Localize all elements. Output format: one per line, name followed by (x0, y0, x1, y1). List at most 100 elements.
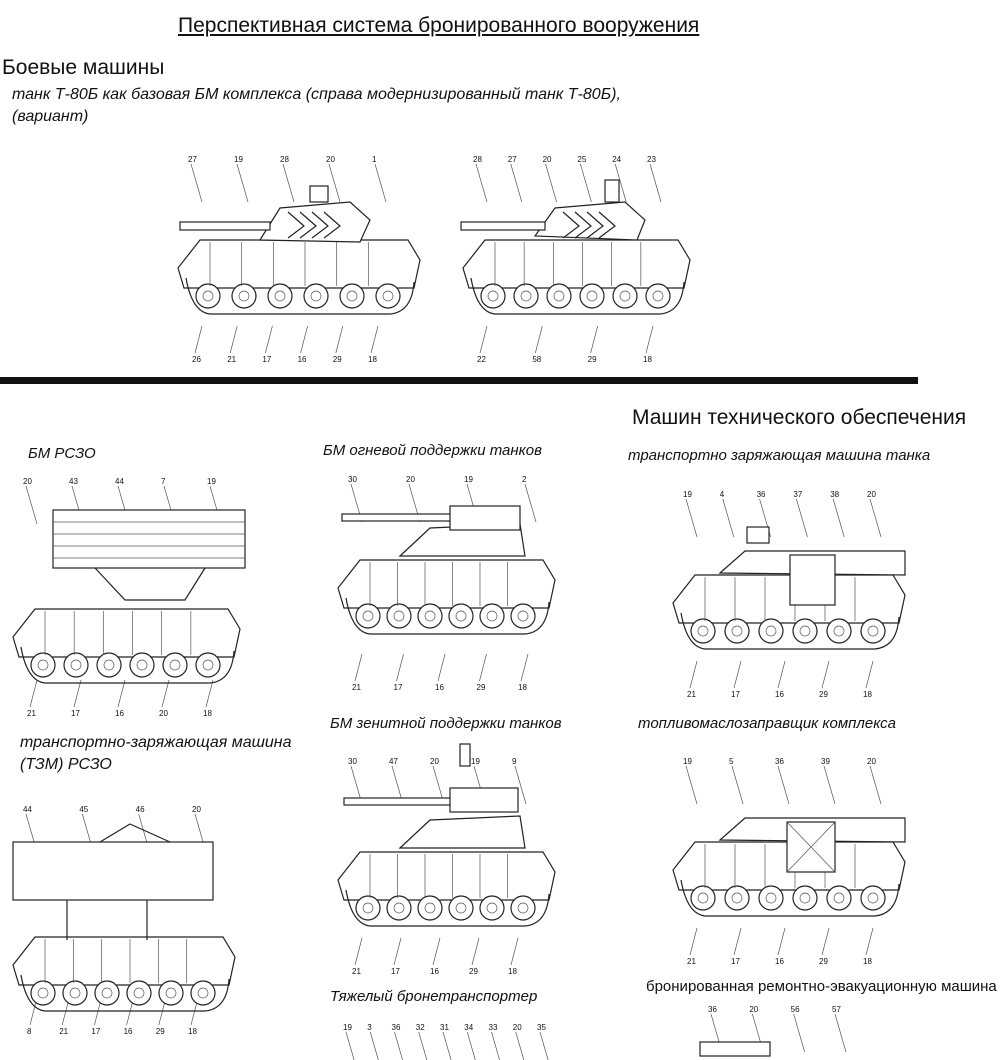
callout-line (821, 927, 830, 956)
callout-label: 29 (819, 957, 828, 966)
callout-label: 8 (27, 1027, 32, 1036)
callout-label: 19 (343, 1023, 352, 1032)
reactive-armor (287, 211, 305, 239)
road-wheel (513, 283, 539, 309)
gun-barrel (460, 221, 546, 231)
callout-label: 28 (473, 155, 482, 164)
callout-label: 5 (729, 757, 734, 766)
road-wheel (30, 652, 56, 678)
callout-label: 29 (477, 683, 486, 692)
callout-label: 25 (577, 155, 586, 164)
callout-line (685, 765, 698, 805)
callout-line (645, 325, 654, 354)
callout-label: 20 (513, 1023, 522, 1032)
callout-line (832, 498, 845, 538)
road-wheel-hub (69, 987, 81, 999)
reactive-armor (311, 211, 329, 239)
road-wheel (724, 885, 750, 911)
callout-label: 29 (819, 690, 828, 699)
caption-mlrs: БМ РСЗО (28, 445, 96, 462)
callout-label: 20 (159, 709, 168, 718)
callout-line (369, 1031, 379, 1060)
track (680, 612, 900, 650)
combat-caption-line1: танк Т-80Б как базовая БМ комплекса (спр… (12, 86, 621, 103)
road-wheel-hub (486, 610, 498, 622)
callout-label: 29 (588, 355, 597, 364)
caption-aa-support: БМ зенитной поддержки танков (330, 715, 562, 732)
road-wheel (860, 618, 886, 644)
callout-line (491, 1031, 500, 1060)
road-wheel-hub (136, 659, 148, 671)
hull (337, 559, 556, 609)
callout-line (471, 937, 480, 966)
callout-line (300, 325, 308, 354)
road-wheel-hub (833, 892, 845, 904)
callout-label: 39 (821, 757, 830, 766)
callout-label: 28 (280, 155, 289, 164)
radar-mast (459, 743, 471, 767)
road-wheel-hub (424, 902, 436, 914)
caption-fire-support: БМ огневой поддержки танков (323, 442, 542, 459)
callout-line (205, 679, 214, 708)
callout-line (354, 937, 363, 966)
reactive-armor (299, 211, 317, 239)
callout-line (418, 1031, 428, 1060)
callout-line (393, 937, 402, 966)
callout-line (479, 653, 487, 682)
road-wheel (510, 603, 536, 629)
road-wheel-hub (37, 659, 49, 671)
callout-label: 20 (23, 477, 32, 486)
track (20, 974, 230, 1012)
road-wheel (417, 895, 443, 921)
callout-label: 24 (612, 155, 621, 164)
road-wheel-hub (486, 902, 498, 914)
turret (258, 201, 371, 243)
callout-line (869, 765, 882, 805)
road-wheel (162, 652, 188, 678)
road-wheel-hub (103, 659, 115, 671)
caption-tzm-tank: транспортно заряжающая машина танка (628, 447, 931, 464)
callout-label: 36 (775, 757, 784, 766)
callout-label: 58 (532, 355, 541, 364)
callout-line (733, 927, 742, 956)
hull (337, 851, 556, 901)
crane-stub (699, 1041, 771, 1057)
callout-label: 31 (440, 1023, 449, 1032)
road-wheel-hub (697, 625, 709, 637)
callout-line (265, 325, 273, 354)
gun-barrel (179, 221, 271, 231)
track (20, 646, 235, 684)
hull (672, 574, 906, 624)
callout-label: 16 (435, 683, 444, 692)
callout-label: 44 (23, 805, 32, 814)
callout-line (515, 1031, 525, 1060)
callout-label: 20 (749, 1005, 758, 1014)
callout-line (865, 927, 874, 956)
road-wheel-hub (833, 625, 845, 637)
launcher-mount (94, 567, 206, 601)
callout-label: 20 (867, 757, 876, 766)
callout-line (25, 485, 38, 525)
road-wheel (30, 980, 56, 1006)
section-divider (0, 377, 918, 384)
callout-line (545, 163, 557, 203)
section-support-vehicles: Машин технического обеспечения (632, 406, 967, 429)
callout-label: 38 (830, 490, 839, 499)
road-wheel (479, 895, 505, 921)
road-wheel (860, 885, 886, 911)
callout-line (432, 937, 441, 966)
track (345, 597, 550, 635)
callout-line (689, 660, 698, 689)
callout-label: 29 (333, 355, 342, 364)
road-wheel (479, 603, 505, 629)
road-wheel (612, 283, 638, 309)
callout-label: 19 (683, 757, 692, 766)
callout-line (614, 163, 627, 203)
callout-label: 18 (188, 1027, 197, 1036)
callout-label: 44 (115, 477, 124, 486)
road-wheel (510, 895, 536, 921)
